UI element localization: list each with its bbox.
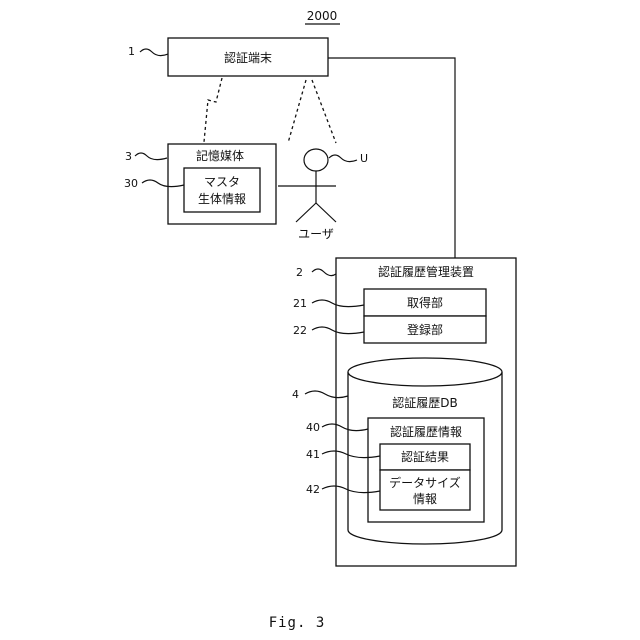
- user-leg-right: [316, 203, 336, 222]
- ref-history-info: 40: [306, 421, 320, 434]
- ref-result: 41: [306, 448, 320, 461]
- user-head: [304, 149, 328, 171]
- ref-acquisition: 21: [293, 297, 307, 310]
- leader-storage-medium: [135, 153, 167, 160]
- datasize-line1: データサイズ: [389, 475, 461, 490]
- ref-storage-medium: 3: [125, 150, 132, 163]
- terminal-device-link: [328, 58, 455, 258]
- history-db-label: 認証履歴DB: [392, 395, 457, 410]
- master-bio-line2: 生体情報: [198, 192, 246, 206]
- auth-terminal-label: 認証端末: [224, 50, 272, 65]
- read-link-left: [288, 80, 306, 143]
- ref-user: U: [360, 152, 368, 165]
- read-link-right: [312, 80, 336, 143]
- user-label: ユーザ: [298, 227, 334, 241]
- history-info-label: 認証履歴情報: [390, 424, 462, 439]
- registration-label: 登録部: [407, 322, 443, 337]
- leader-terminal: [140, 49, 168, 56]
- ref-device: 2: [296, 266, 303, 279]
- leader-user: [329, 155, 357, 162]
- history-device-label: 認証履歴管理装置: [378, 264, 474, 279]
- wireless-link-medium: [204, 78, 222, 142]
- ref-datasize: 42: [306, 483, 320, 496]
- ref-terminal: 1: [128, 45, 135, 58]
- storage-medium-label: 記憶媒体: [196, 148, 244, 163]
- ref-registration: 22: [293, 324, 307, 337]
- acquisition-label: 取得部: [407, 295, 443, 310]
- ref-master-bio: 30: [124, 177, 138, 190]
- db-top: [348, 358, 502, 386]
- datasize-line2: 情報: [413, 492, 437, 506]
- user-leg-left: [296, 203, 316, 222]
- figure-caption: Fig. 3: [269, 615, 326, 631]
- user-figure: [278, 149, 336, 222]
- figure-number: 2000: [307, 9, 338, 23]
- leader-device: [312, 269, 336, 276]
- ref-db: 4: [292, 388, 299, 401]
- master-bio-line1: マスタ: [204, 175, 240, 189]
- result-label: 認証結果: [401, 449, 449, 464]
